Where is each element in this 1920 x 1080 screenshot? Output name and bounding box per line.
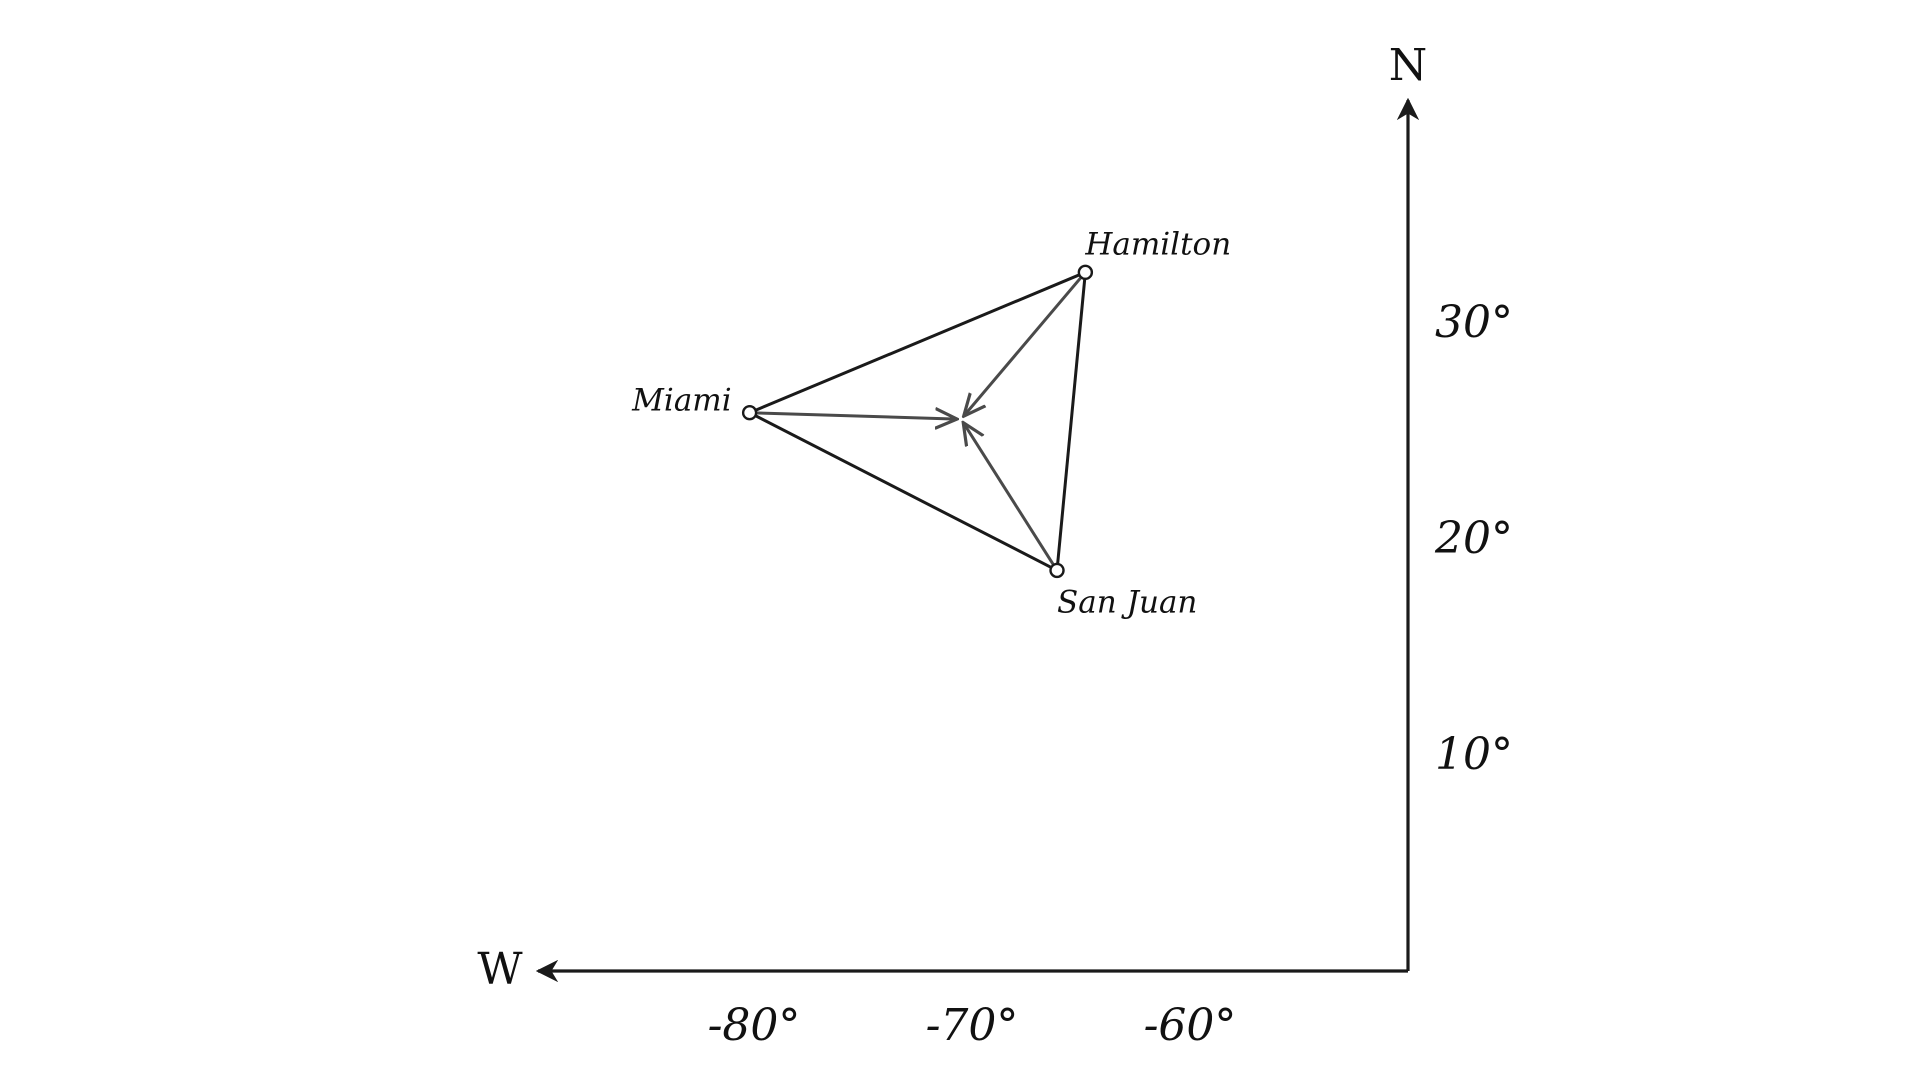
city-label-san-juan: San Juan	[1057, 584, 1197, 620]
city-marker-hamilton	[1077, 264, 1094, 281]
longitude-tick-label: -60°	[1144, 1000, 1237, 1051]
city-label-hamilton: Hamilton	[1084, 226, 1231, 262]
triangle-edges	[748, 270, 1087, 572]
vector-miami-to-center	[749, 413, 957, 419]
longitude-tick-label: -80°	[708, 1000, 801, 1051]
center-vectors	[749, 271, 1087, 572]
vector-san-juan-to-center	[963, 423, 1059, 572]
city-label-miami: Miami	[631, 383, 731, 419]
longitude-tick-labels: -80° -70° -60°	[708, 1000, 1237, 1051]
triangle-edge-hamilton-san-juan	[1055, 272, 1087, 571]
vector-hamilton-to-center	[964, 271, 1087, 416]
triangle-edge-san-juan-miami	[748, 411, 1058, 572]
west-label: W	[477, 944, 523, 995]
north-label: N	[1389, 40, 1428, 91]
latitude-tick-label: 10°	[1435, 729, 1513, 780]
city-marker-san-juan	[1049, 562, 1065, 579]
latitude-tick-label: 20°	[1434, 513, 1513, 564]
latitude-tick-label: 30°	[1435, 297, 1513, 348]
triangle-edge-miami-hamilton	[749, 270, 1086, 415]
latitude-tick-labels: 30° 20° 10°	[1434, 297, 1513, 780]
longitude-tick-label: -70°	[926, 1000, 1019, 1051]
city-marker-miami	[741, 405, 758, 421]
